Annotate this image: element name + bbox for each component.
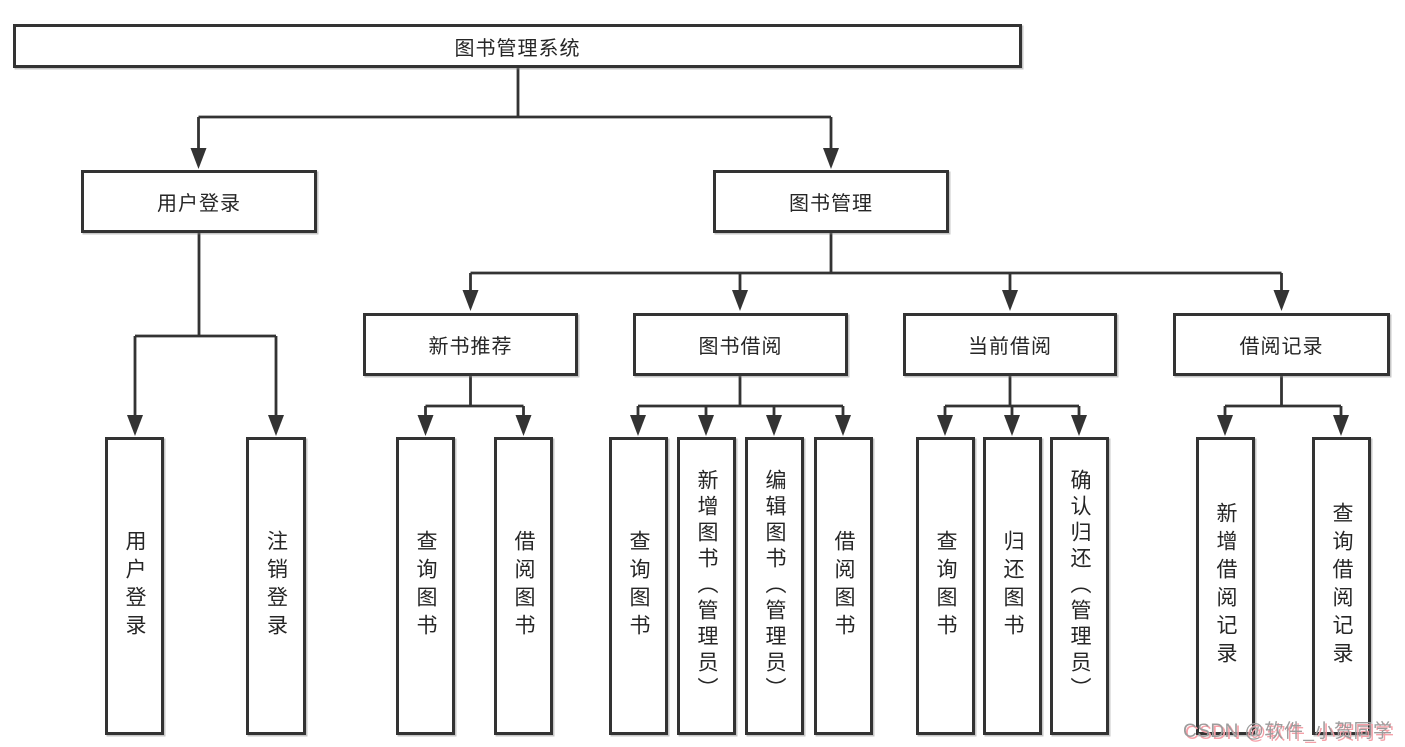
leaf-user-login: 用户登录 [105,437,164,735]
leaf-query-books-current: 查询图书 [916,437,975,735]
leaf-borrow-books: 借阅图书 [814,437,873,735]
node-user-login: 用户登录 [81,170,317,233]
leaf-add-borrow-record: 新增借阅记录 [1196,437,1255,735]
leaf-query-books-borrow: 查询图书 [609,437,668,735]
leaf-edit-books-admin: 编辑图书（管理员） [745,437,804,735]
leaf-add-books-admin: 新增图书（管理员） [677,437,736,735]
node-current-borrowing: 当前借阅 [903,313,1117,376]
arrowhead-icons [127,148,1349,436]
leaf-logout: 注销登录 [246,437,306,735]
leaf-query-borrow-record: 查询借阅记录 [1312,437,1371,735]
leaf-confirm-return-admin: 确认归还（管理员） [1050,437,1109,735]
node-root-system: 图书管理系统 [13,24,1022,68]
node-new-book-recommend: 新书推荐 [363,313,578,376]
leaf-query-books-recommend: 查询图书 [396,437,455,735]
node-book-borrowing: 图书借阅 [633,313,848,376]
leaf-return-books: 归还图书 [983,437,1042,735]
node-book-management: 图书管理 [713,170,949,233]
csdn-watermark: CSDN @软件_小贺同学 [1183,721,1393,742]
leaf-borrow-books-recommend: 借阅图书 [494,437,553,735]
node-borrow-records: 借阅记录 [1173,313,1390,376]
